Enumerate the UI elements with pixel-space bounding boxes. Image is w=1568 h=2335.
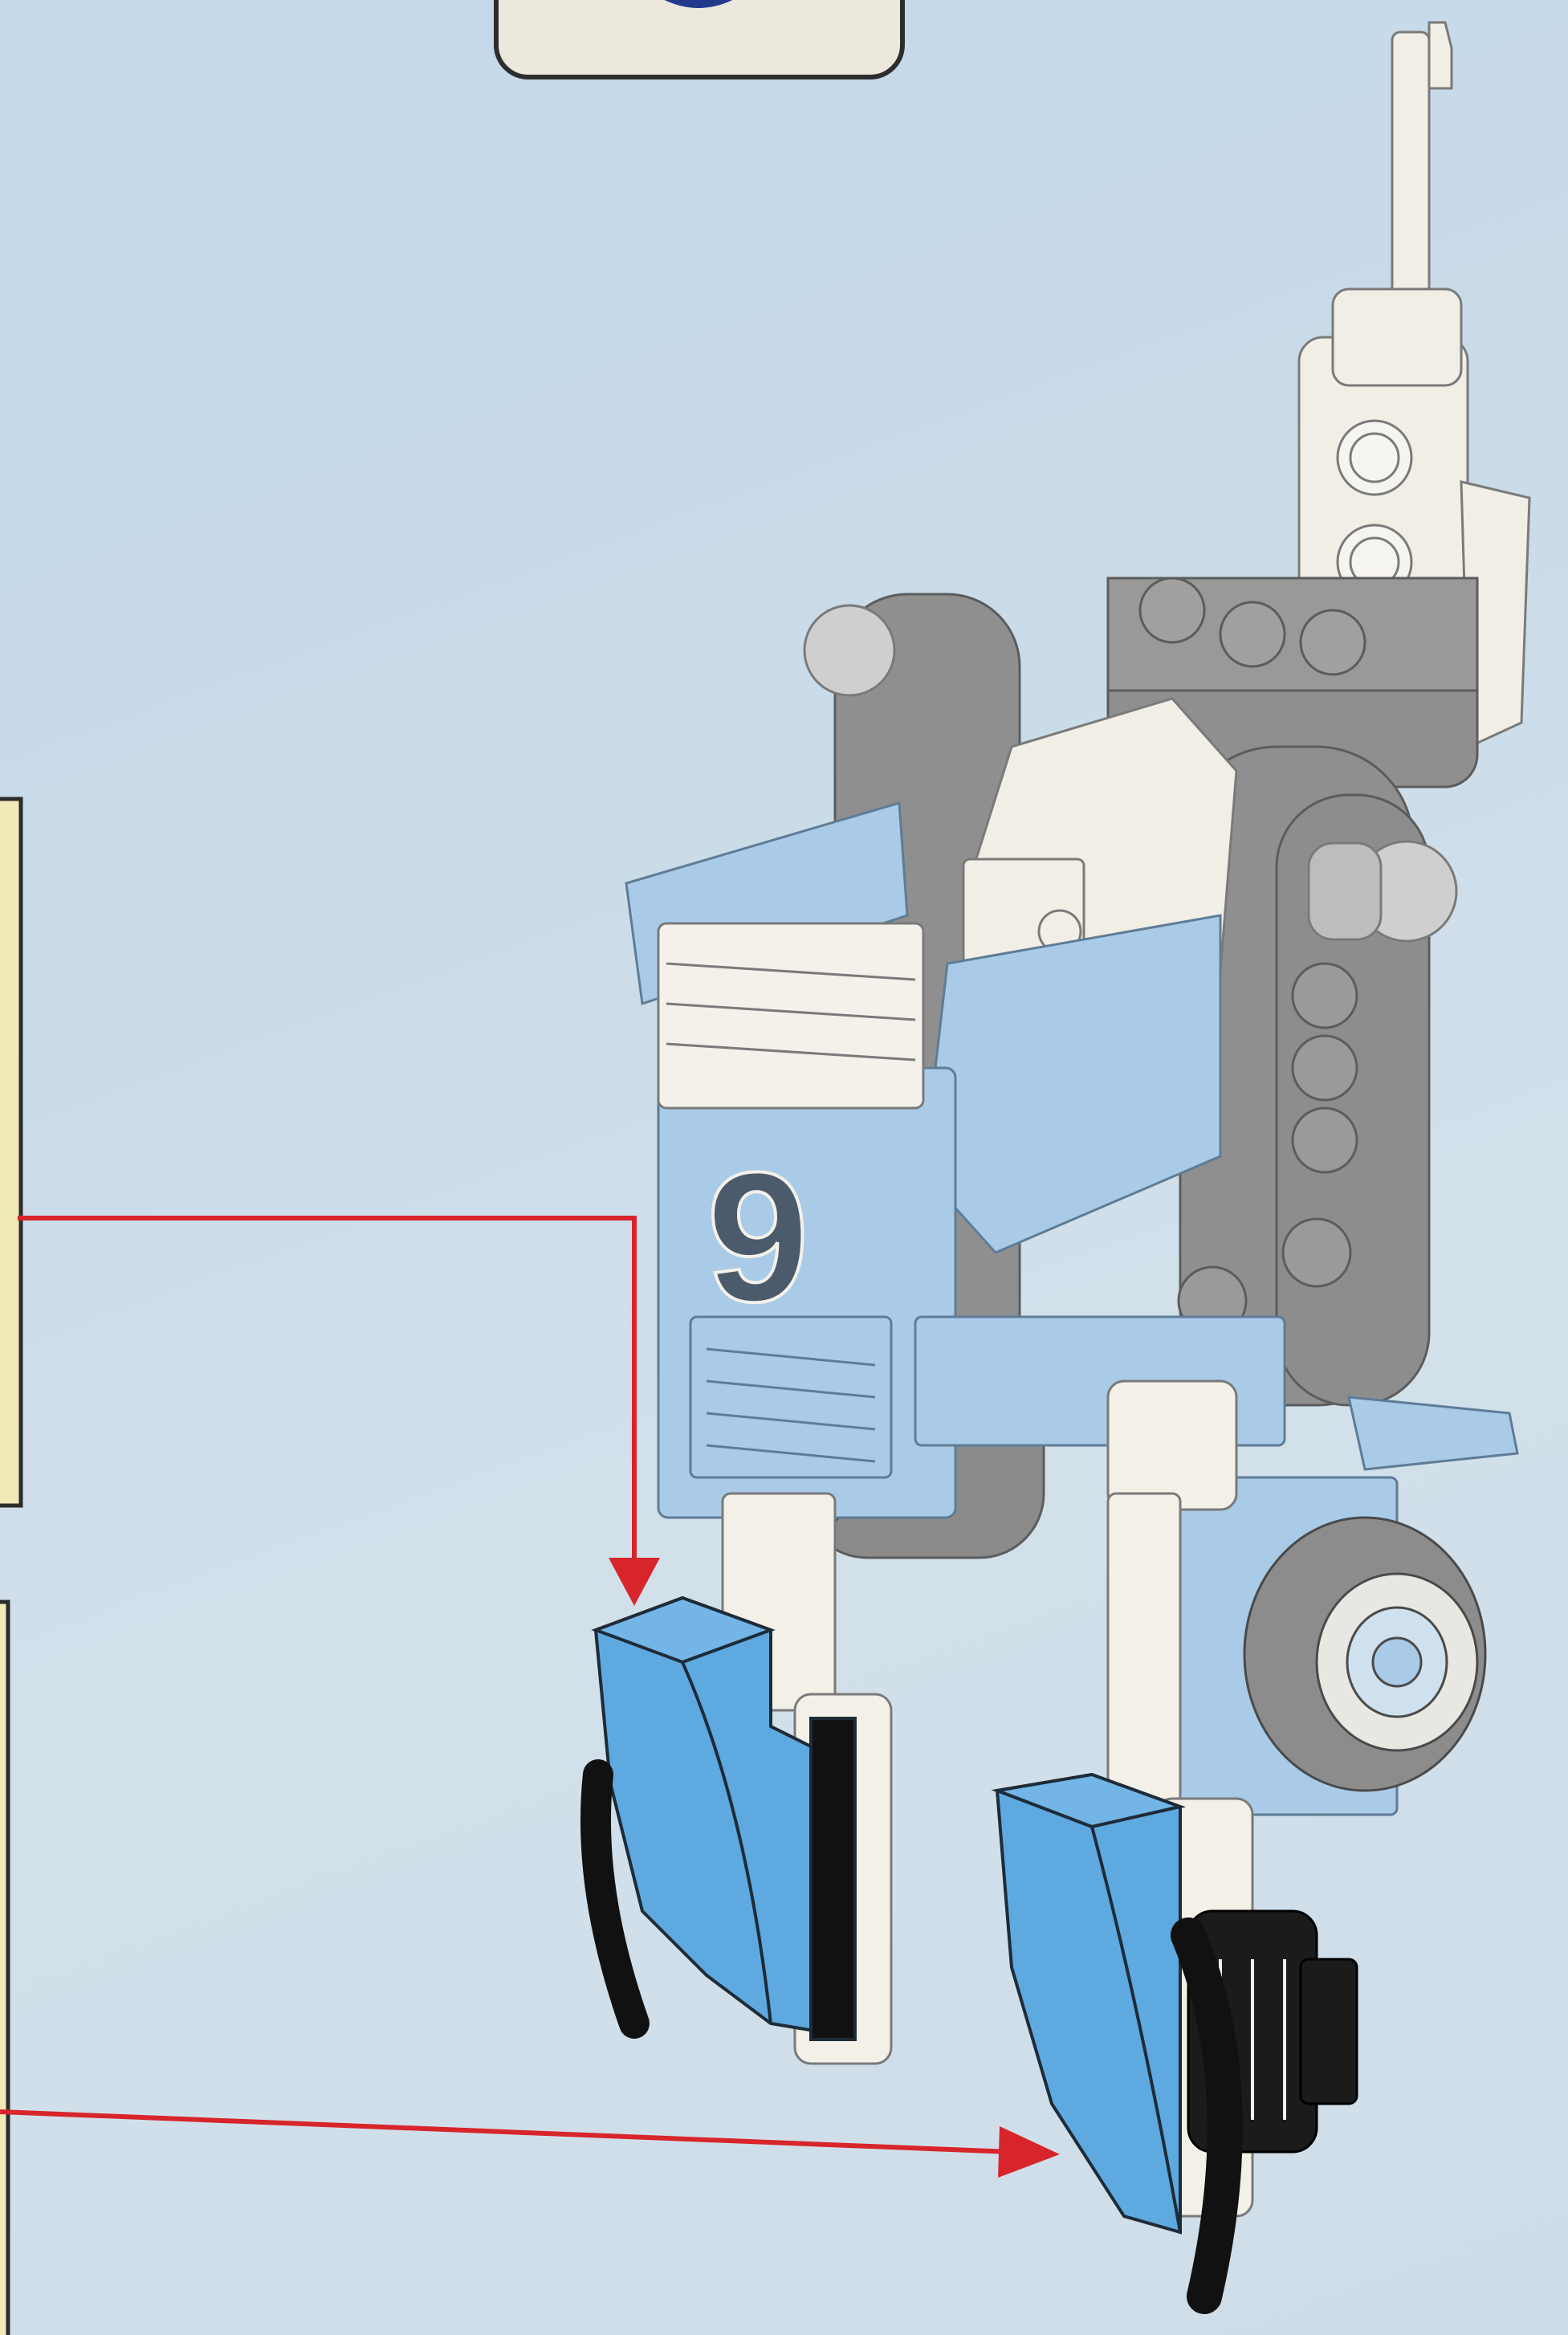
seat-number: 9 [707,1134,809,1340]
top-callout [496,0,902,77]
arrow-right-icon [0,2112,1060,2178]
left-box-lower [0,1602,8,2335]
seat-number-text: 9 [707,1134,809,1340]
left-box-upper [0,799,21,1506]
robot-model: 9 [596,22,1529,2296]
lower-grille [690,1317,891,1477]
chest-grille [658,923,923,1108]
wheel [1244,1518,1485,1791]
arrow-down-icon [18,1218,660,1606]
